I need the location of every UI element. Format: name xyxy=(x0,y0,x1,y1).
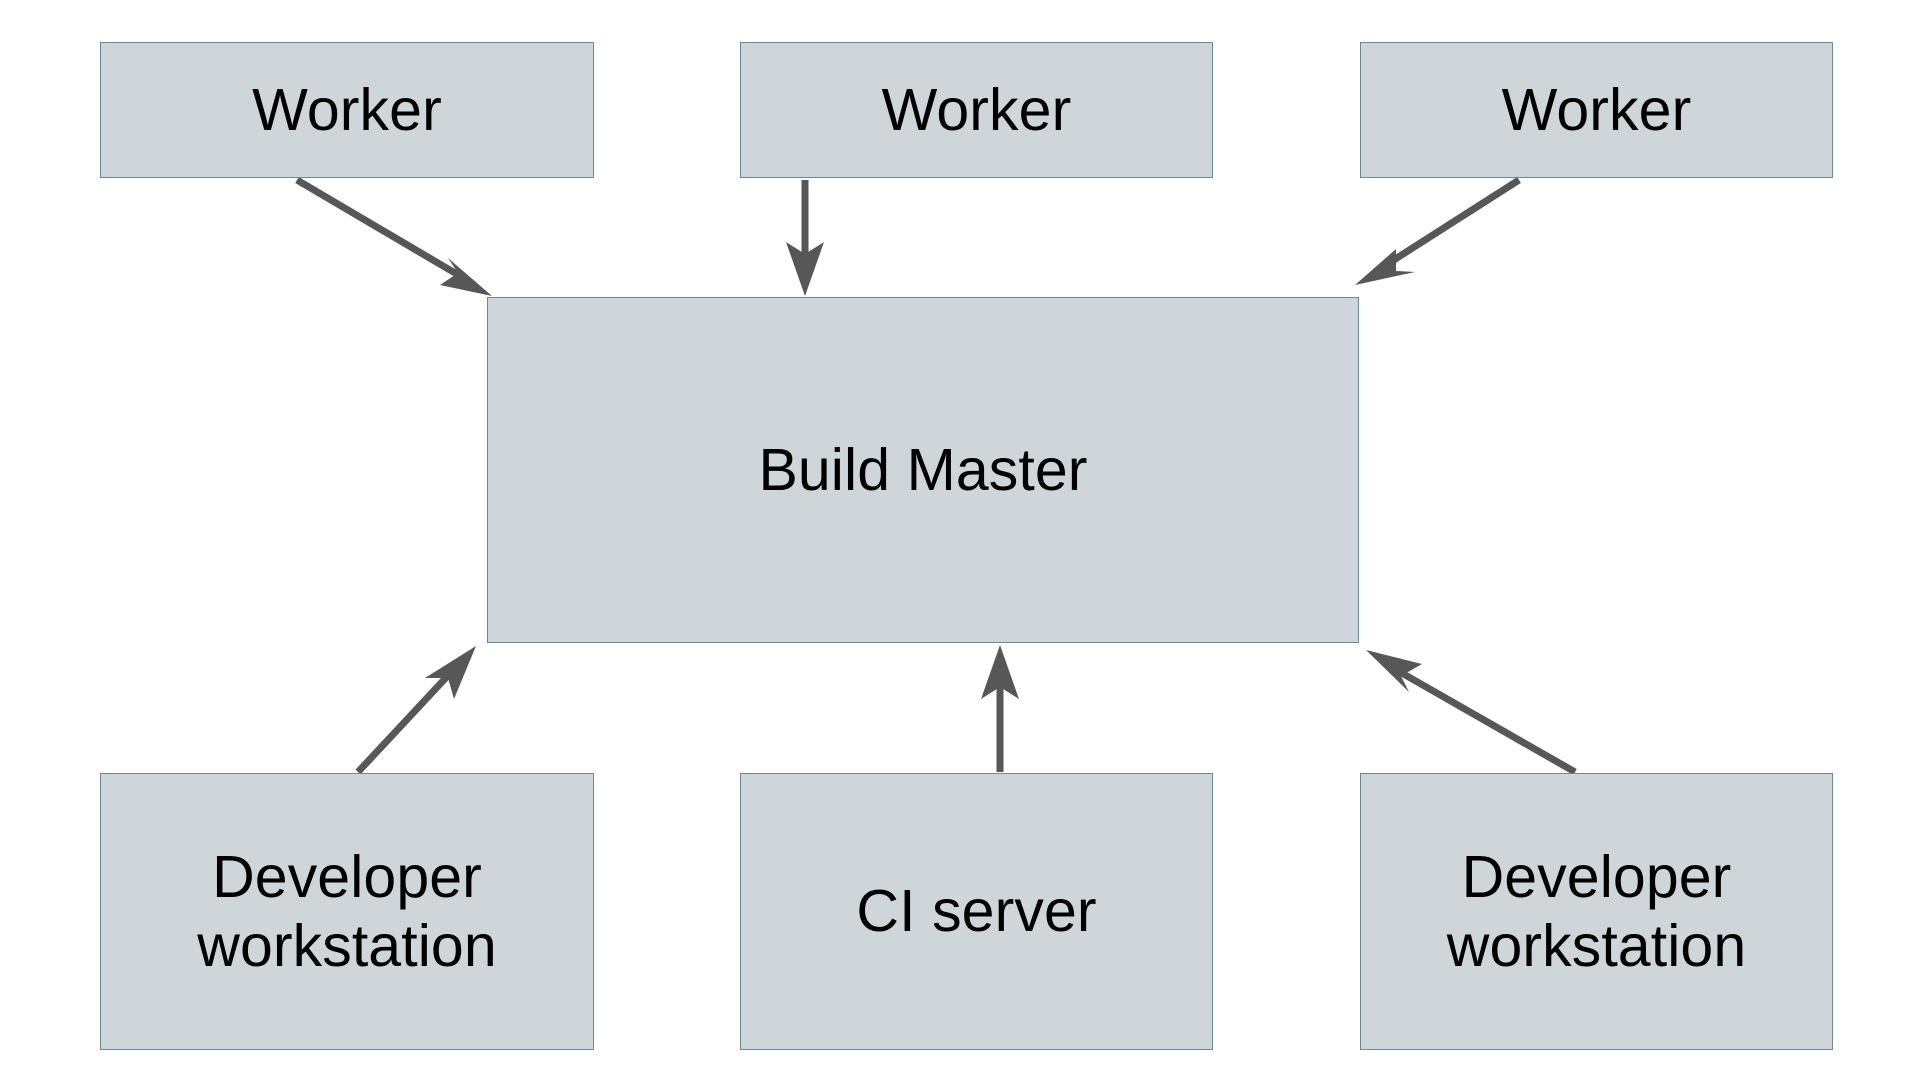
edge-ci-server-to-build-master xyxy=(981,645,1019,772)
edge-dev-left-to-build-master xyxy=(355,646,476,775)
node-worker-3-label: Worker xyxy=(1501,76,1692,143)
edge-worker-2-to-build-master xyxy=(786,180,824,296)
node-developer-workstation-right-label: Developer workstation xyxy=(1446,844,1747,979)
node-ci-server-label: CI server xyxy=(856,878,1097,945)
node-worker-1-label: Worker xyxy=(252,76,442,143)
node-build-master-label: Build Master xyxy=(758,436,1088,503)
node-ci-server[interactable]: CI server xyxy=(740,773,1213,1050)
node-worker-1[interactable]: Worker xyxy=(100,42,594,178)
node-worker-2[interactable]: Worker xyxy=(740,42,1213,178)
node-developer-workstation-left-label: Developer workstation xyxy=(197,844,497,979)
node-developer-workstation-left[interactable]: Developer workstation xyxy=(100,773,594,1050)
node-worker-2-label: Worker xyxy=(881,76,1072,143)
edge-dev-right-to-build-master xyxy=(1366,650,1577,776)
node-build-master[interactable]: Build Master xyxy=(487,297,1359,643)
edge-worker-1-to-build-master xyxy=(295,176,492,296)
node-developer-workstation-right[interactable]: Developer workstation xyxy=(1360,773,1833,1050)
edge-worker-3-to-build-master xyxy=(1355,177,1521,285)
node-worker-3[interactable]: Worker xyxy=(1360,42,1833,178)
